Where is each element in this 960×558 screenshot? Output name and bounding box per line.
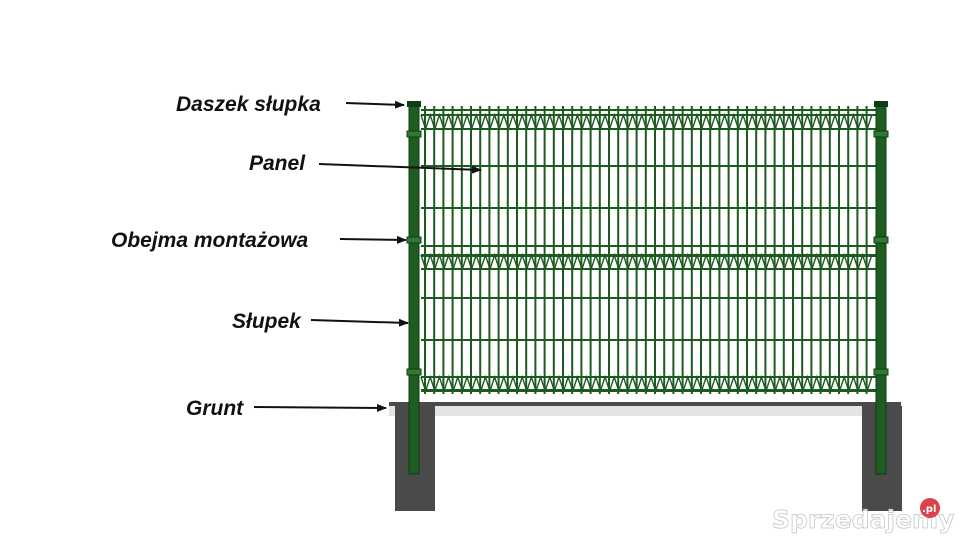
watermark-badge-text: .pl <box>922 504 936 515</box>
arrow-clamp <box>339 235 407 244</box>
clamp-right-1 <box>873 130 889 138</box>
callout-ground: Grunt <box>186 397 387 420</box>
clamp-right-2 <box>873 236 889 244</box>
label-post: Słupek <box>232 310 302 333</box>
post-left-body <box>408 103 420 475</box>
post-left <box>406 101 422 475</box>
mesh-bend-zigzag <box>420 374 873 394</box>
label-roof: Daszek słupka <box>176 93 321 116</box>
post-right-body <box>875 103 887 475</box>
callout-panel: Panel <box>249 152 482 175</box>
ground-top-line <box>389 402 901 406</box>
label-ground: Grunt <box>186 397 244 420</box>
clamp-left-2 <box>406 236 422 244</box>
clamp-left-3 <box>406 368 422 376</box>
mesh-panel <box>420 106 876 394</box>
watermark-badge <box>920 498 940 518</box>
post-right-cap <box>874 101 888 107</box>
post-left-cap <box>407 101 421 107</box>
arrow-post <box>310 318 409 327</box>
callout-roof: Daszek słupka <box>176 93 405 116</box>
clamp-right-3 <box>873 368 889 376</box>
arrow-panel <box>318 163 482 174</box>
ground-strip <box>389 406 901 416</box>
label-panel: Panel <box>249 152 306 175</box>
ground <box>389 402 902 511</box>
clamp-left-1 <box>406 130 422 138</box>
callout-clamp: Obejma montażowa <box>111 229 407 252</box>
mesh-bend-zigzag <box>420 252 873 272</box>
label-clamp: Obejma montażowa <box>111 229 309 252</box>
mesh-bend-zigzag <box>420 112 873 132</box>
arrow-ground <box>253 403 387 412</box>
watermark: Sprzedajemy .pl <box>772 498 955 534</box>
arrow-roof <box>345 100 405 109</box>
post-right <box>873 101 889 475</box>
callout-post: Słupek <box>232 310 409 333</box>
